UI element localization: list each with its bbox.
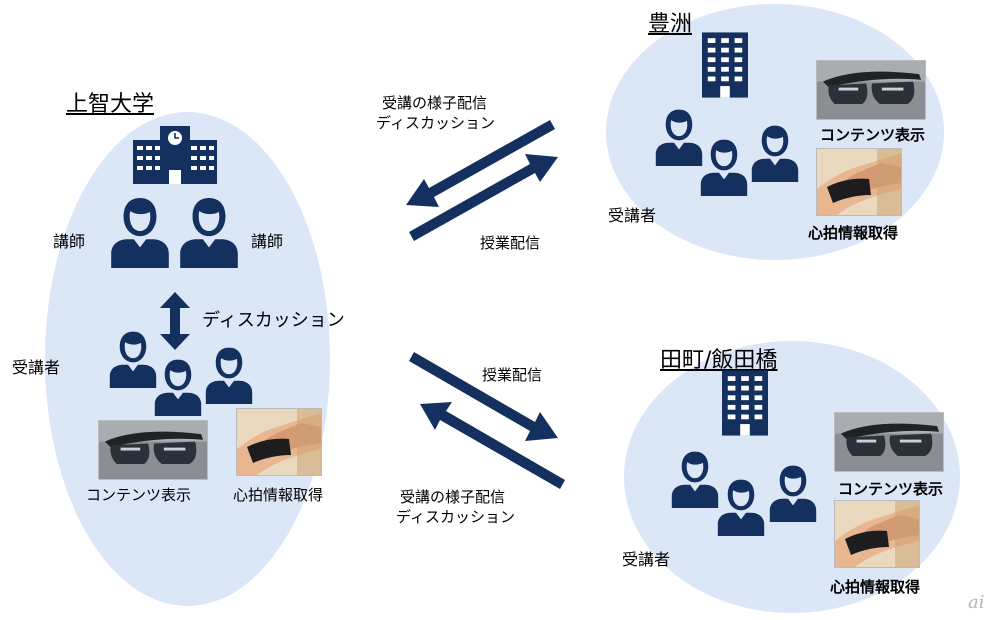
- svg-text:ai: ai: [968, 592, 985, 613]
- toyosu-title: 豊洲: [648, 12, 693, 37]
- sophia-title: 上智大学: [66, 92, 155, 117]
- smart-glasses-photo: [98, 420, 208, 480]
- wristband-photo: [236, 408, 322, 476]
- lower-back-label-line1: 受講の様子配信: [400, 488, 506, 506]
- tamachi-heart-rate-label: 心拍情報取得: [830, 578, 921, 596]
- toyosu-heart-rate-label: 心拍情報取得: [808, 224, 899, 242]
- sophia-heart-rate-label: 心拍情報取得: [233, 486, 324, 504]
- lecturer-icon: [108, 196, 172, 268]
- watermark-logo: ai: [966, 590, 994, 614]
- office-building-icon: [702, 32, 748, 98]
- student-icon: [654, 108, 704, 166]
- upper-back-label-line2: ディスカッション: [376, 114, 495, 132]
- school-icon: [133, 126, 217, 184]
- lecturer-left-label: 講師: [53, 232, 86, 251]
- lecturer-icon: [177, 196, 241, 268]
- lower-back-label-line2: ディスカッション: [396, 508, 515, 526]
- student-icon: [670, 450, 720, 508]
- double-arrow-icon: [160, 292, 190, 350]
- student-icon: [768, 464, 818, 522]
- tamachi-title: 田町/飯田橋: [660, 348, 778, 373]
- tamachi-content-display-label: コンテンツ表示: [838, 480, 944, 498]
- student-icon: [108, 330, 158, 388]
- sophia-students-label: 受講者: [12, 358, 61, 377]
- toyosu-students-label: 受講者: [608, 206, 657, 225]
- student-icon: [716, 478, 766, 536]
- student-icon: [204, 346, 254, 404]
- wristband-photo: [816, 148, 902, 216]
- smart-glasses-photo: [834, 412, 944, 472]
- lower-forward-label: 授業配信: [482, 366, 543, 384]
- student-icon: [750, 124, 800, 182]
- smart-glasses-photo: [816, 60, 926, 120]
- sophia-ellipse: [45, 112, 330, 606]
- upper-back-label-line1: 受講の様子配信: [382, 94, 488, 112]
- discussion-label: ディスカッション: [202, 310, 345, 331]
- wristband-photo: [834, 500, 920, 568]
- student-icon: [153, 358, 203, 416]
- lower-arrows: [400, 348, 570, 498]
- student-icon: [699, 138, 749, 196]
- sophia-content-display-label: コンテンツ表示: [86, 486, 192, 504]
- upper-arrows: [400, 116, 570, 256]
- tamachi-students-label: 受講者: [622, 550, 671, 569]
- upper-forward-label: 授業配信: [480, 234, 541, 252]
- office-building-icon: [722, 370, 768, 436]
- toyosu-content-display-label: コンテンツ表示: [820, 126, 926, 144]
- lecturer-right-label: 講師: [251, 232, 284, 251]
